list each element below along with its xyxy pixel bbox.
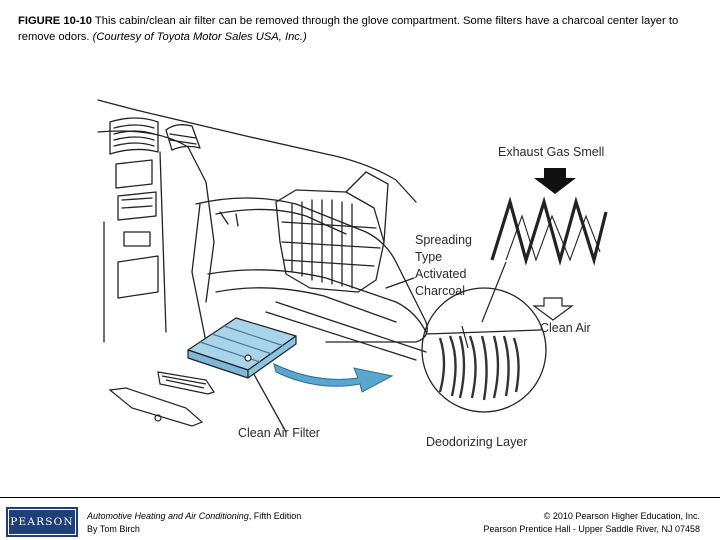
filter-cover-pieces [108, 371, 215, 427]
dashboard-outline [97, 99, 417, 203]
blower-housing [275, 171, 389, 293]
label-activated: Activated [415, 267, 467, 281]
footer-divider [0, 497, 720, 498]
label-exhaust-gas-smell: Exhaust Gas Smell [498, 145, 605, 159]
book-author: By Tom Birch [87, 524, 140, 534]
illustration-drawing [97, 99, 608, 433]
side-vent [165, 124, 201, 151]
charcoal-leader-line [385, 277, 415, 289]
label-clean-air: Clean Air [540, 321, 591, 335]
cabin-air-filter [187, 317, 297, 379]
copyright-text: © 2010 Pearson Higher Education, Inc. [543, 511, 700, 521]
zoom-arrow [273, 363, 394, 393]
exhaust-down-arrow [534, 168, 576, 194]
deodorizing-zoom-circle [421, 287, 547, 413]
label-charcoal: Charcoal [415, 284, 466, 298]
pearson-logo: PEARSON [6, 507, 78, 537]
label-type: Type [415, 250, 443, 264]
label-clean-air-filter: Clean Air Filter [238, 426, 320, 440]
label-deodorizing-layer: Deodorizing Layer [426, 435, 528, 449]
center-vents [103, 117, 167, 343]
glove-compartment [191, 197, 428, 343]
figure-label: FIGURE 10-10 [18, 15, 92, 27]
book-edition: , Fifth Edition [248, 511, 302, 521]
zigzag-filter-layer [490, 196, 608, 267]
caption-text: This cabin/clean air filter can be remov… [18, 15, 679, 43]
footer-copyright: © 2010 Pearson Higher Education, Inc. Pe… [483, 510, 700, 536]
figure-caption: FIGURE 10-10 This cabin/clean air filter… [18, 13, 708, 45]
book-title: Automotive Heating and Air Conditioning [87, 511, 249, 521]
publisher-text: Pearson Prentice Hall - Upper Saddle Riv… [483, 524, 700, 534]
footer-book-info: Automotive Heating and Air Conditioning,… [87, 510, 301, 536]
label-spreading: Spreading [415, 233, 472, 247]
cabin-filter-illustration: Exhaust Gas Smell Spreading Type Activat… [96, 92, 616, 462]
caption-credit: (Courtesy of Toyota Motor Sales USA, Inc… [92, 31, 307, 43]
clean-air-arrow [532, 297, 574, 321]
